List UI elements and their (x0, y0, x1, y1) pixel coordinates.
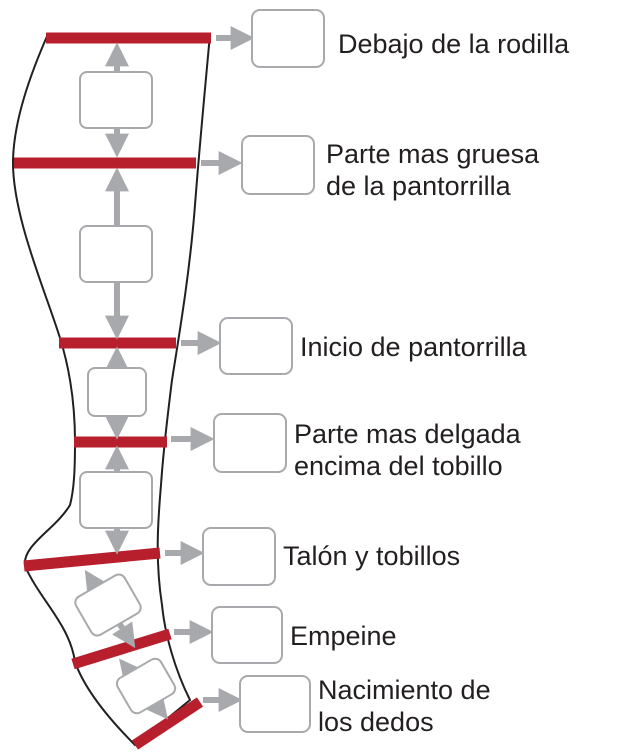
label-below-knee: Debajo de la rodilla (338, 28, 569, 60)
label-instep-text: Empeine (290, 621, 397, 651)
answer-box-heel-ankle[interactable] (202, 527, 276, 586)
label-above-ankle-line1: Parte mas delgada (294, 419, 521, 449)
inner-box-1[interactable] (79, 71, 153, 129)
pointer-arrows (165, 26, 255, 712)
label-above-ankle: Parte mas delgada encima del tobillo (294, 418, 521, 482)
label-heel-ankle-text: Talón y tobillos (283, 541, 461, 571)
label-toes-line2: los dedos (318, 707, 434, 737)
label-calf-thickest: Parte mas gruesa de la pantorrilla (326, 138, 539, 202)
label-calf-start-text: Inicio de pantorrilla (300, 332, 527, 362)
inner-box-5[interactable] (73, 572, 143, 638)
inner-box-2[interactable] (79, 225, 153, 283)
band-heel-ankle (23, 547, 161, 572)
answer-box-calf-start[interactable] (219, 317, 293, 375)
inner-box-6[interactable] (114, 656, 177, 716)
band-toes (131, 697, 204, 750)
answer-box-calf-thickest[interactable] (241, 135, 315, 195)
measurement-bands (14, 32, 211, 750)
label-instep: Empeine (290, 620, 397, 652)
label-calf-thickest-line1: Parte mas gruesa (326, 139, 540, 169)
band-instep (71, 628, 172, 670)
answer-boxes (202, 9, 325, 733)
label-above-ankle-line2: encima del tobillo (294, 451, 503, 481)
inner-box-3[interactable] (87, 367, 147, 417)
answer-box-below-knee[interactable] (251, 9, 325, 68)
answer-box-toes[interactable] (239, 675, 311, 733)
answer-box-instep[interactable] (211, 606, 283, 664)
label-calf-thickest-line2: de la pantorrilla (326, 171, 511, 201)
label-calf-start: Inicio de pantorrilla (300, 331, 527, 363)
label-below-knee-text: Debajo de la rodilla (338, 29, 570, 59)
inner-box-4[interactable] (79, 471, 153, 529)
label-toes: Nacimiento de los dedos (318, 674, 491, 738)
answer-box-above-ankle[interactable] (213, 413, 287, 473)
inner-measure-boxes (73, 71, 177, 716)
label-toes-line1: Nacimiento de (318, 675, 491, 705)
label-heel-ankle: Talón y tobillos (283, 540, 460, 572)
